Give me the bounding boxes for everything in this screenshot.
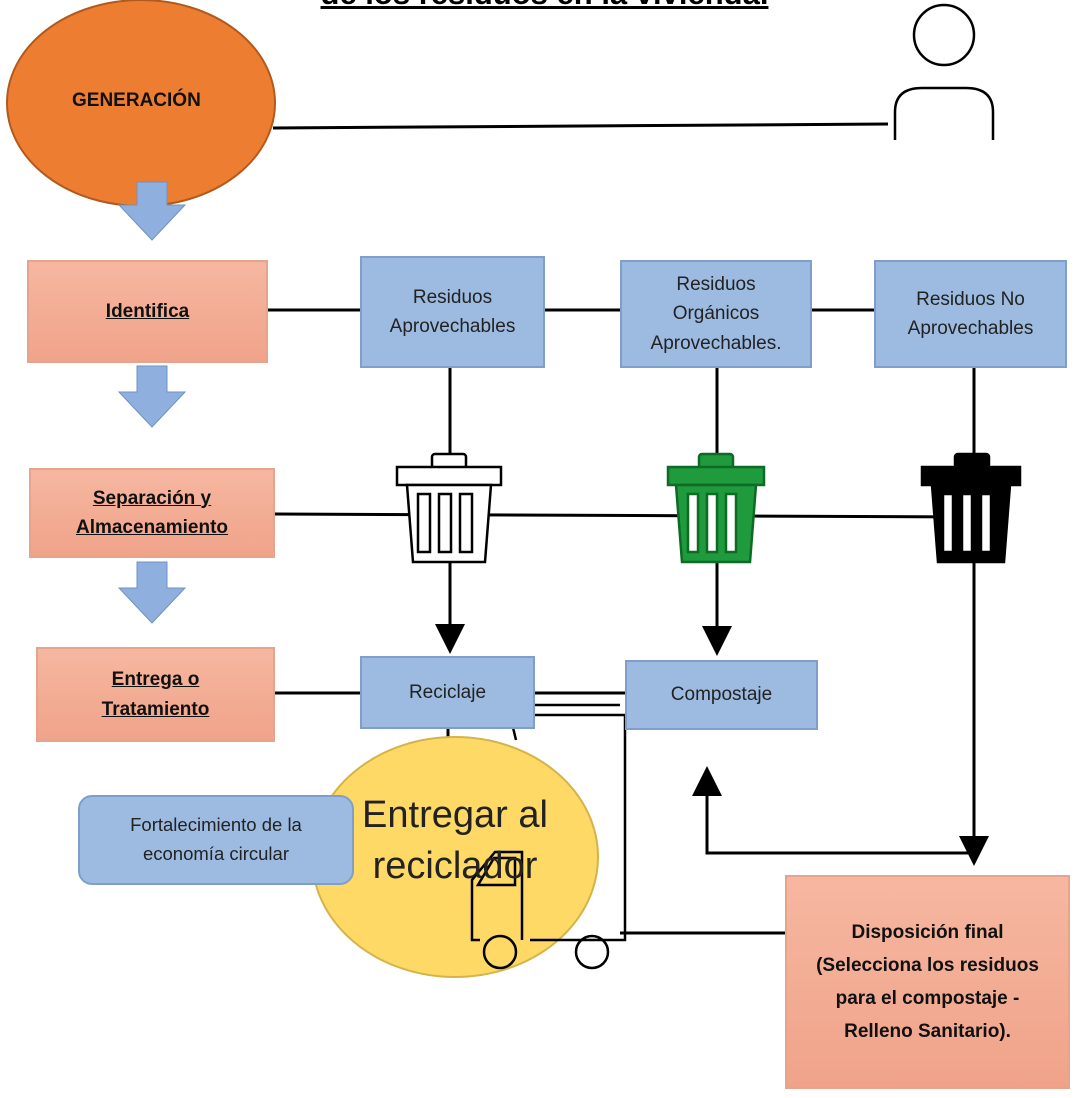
step-entrega: Entrega o Tratamiento [36,647,275,742]
down-arrow-icon [117,365,187,428]
circular-economy-line2: economía circular [142,843,289,864]
category-organicos: Residuos Orgánicos Aprovechables. [620,260,812,368]
white-bin-icon [395,452,503,564]
green-bin-icon [666,452,766,564]
person-icon [893,3,995,140]
category-no-aprovechables: Residuos No Aprovechables [874,260,1067,368]
final-line2: (Selecciona los residuos [816,954,1039,976]
category-aprovechables: Residuos Aprovechables [360,256,545,368]
step-identifica-label: Identifica [105,300,190,322]
final-line3: para el compostaje - [835,988,1020,1009]
final-disposition: Disposición final (Selecciona los residu… [785,875,1070,1089]
category-organicos-line3: Aprovechables. [650,332,782,354]
category-aprovechables-line1: Residuos [412,286,493,308]
step-identifica: Identifica [27,260,268,363]
recycler-label: Entregar al reciclador [345,790,565,893]
treatment-compostaje-label: Compostaje [670,684,773,706]
category-no-aprovechables-line1: Residuos No [916,288,1025,310]
treatment-reciclaje-label: Reciclaje [408,681,487,703]
recycler-line2: reciclador [372,845,538,888]
down-arrow-icon [117,561,187,624]
final-line4: Relleno Sanitario). [844,1021,1011,1043]
category-aprovechables-line2: Aprovechables [389,316,516,337]
category-no-aprovechables-line2: Aprovechables [907,318,1034,339]
step-entrega-line2: Tratamiento [101,698,210,720]
treatment-compostaje: Compostaje [625,660,818,730]
down-arrow-icon [117,181,187,241]
category-organicos-line1: Residuos [676,273,756,295]
final-line1: Disposición final [851,921,1004,943]
step-separacion: Separación y Almacenamiento [29,468,275,558]
treatment-reciclaje: Reciclaje [360,656,535,729]
category-organicos-line2: Orgánicos [672,303,760,325]
page-title: de los residuos en la vivienda. [0,0,1089,12]
step-separacion-line2: Almacenamiento [75,517,229,538]
step-entrega-line1: Entrega o [111,669,200,691]
black-bin-icon [920,452,1022,564]
recycler-line1: Entregar al [362,794,548,836]
circular-economy-line1: Fortalecimiento de la [130,814,302,836]
generation-label: GENERACIÓN [72,90,201,111]
step-separacion-line1: Separación y [92,487,212,509]
circular-economy-box: Fortalecimiento de la economía circular [78,795,354,885]
